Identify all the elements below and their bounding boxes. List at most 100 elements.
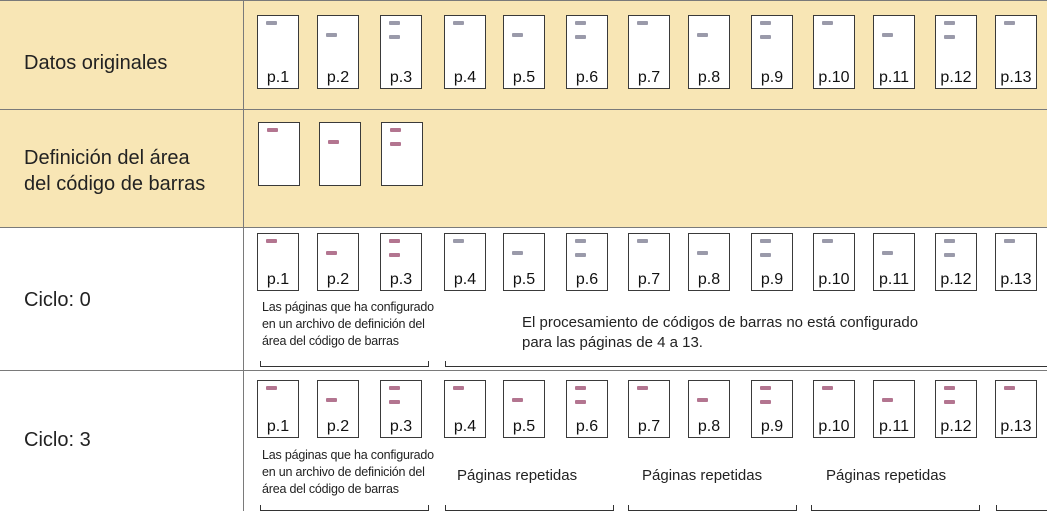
page-number-label: p.3 [389,418,413,435]
unconfigured-pages-message: El procesamiento de códigos de barras no… [522,314,919,351]
repeated-pages-label: Páginas repetidas [826,467,947,484]
barcode-marker [760,386,771,390]
barcode-marker [453,239,464,243]
barcode-marker [453,21,464,25]
barcode-marker [760,253,771,257]
page-number-label: p.9 [760,418,784,435]
barcode-marker [822,21,833,25]
page-thumbnail: p.4 [444,15,486,89]
page-thumbnail: p.10 [813,380,855,438]
barcode-marker [575,239,586,243]
label-ciclo-0: Ciclo: 0 [24,289,91,311]
barcode-marker [266,239,277,243]
page-number-label: p.1 [266,271,290,288]
bracket-repeated-pages [811,505,980,511]
page-number-label: p.4 [453,418,477,435]
page-number-label: p.5 [512,418,536,435]
page-thumbnail: p.2 [317,233,359,291]
barcode-marker [390,142,401,146]
page-thumbnail: p.4 [444,233,486,291]
barcode-marker [326,251,337,255]
repeated-pages-label: Páginas repetidas [642,467,763,484]
barcode-marker [882,398,893,402]
page-thumbnail: p.10 [813,15,855,89]
barcode-marker [575,35,586,39]
bracket-repeated-pages [996,505,1047,511]
barcode-marker [944,253,955,257]
page-number-label: p.1 [266,69,290,86]
page-thumbnail: p.13 [995,380,1037,438]
page-thumbnail: p.11 [873,380,915,438]
page-number-label: p.5 [512,271,536,288]
label-datos-originales: Datos originales [24,52,168,74]
page-number-label: p.9 [760,271,784,288]
barcode-marker [389,239,400,243]
page-thumbnail: p.7 [628,15,670,89]
barcode-marker [882,33,893,37]
page-number-label: p.3 [389,69,413,86]
barcode-marker [389,21,400,25]
page-number-label: p.8 [697,271,721,288]
configured-pages-note: Las páginas que ha configurado en un arc… [262,448,434,496]
barcode-marker [512,251,523,255]
barcode-marker [637,21,648,25]
page-thumbnail: p.5 [503,15,545,89]
barcode-marker [266,21,277,25]
page-thumbnail: p.11 [873,15,915,89]
barcode-marker [1004,21,1015,25]
barcode-marker [575,386,586,390]
barcode-marker [760,35,771,39]
page-thumbnail: p.3 [380,15,422,89]
page-number-label: p.6 [575,271,599,288]
barcode-marker [390,128,401,132]
page-number-label: p.7 [637,271,661,288]
bracket-configured-pages [260,505,429,511]
page-number-label: p.11 [879,418,909,435]
barcode-marker [453,386,464,390]
row-divider [0,109,1047,110]
label-ciclo-3: Ciclo: 3 [24,429,91,451]
page-thumbnail: p.2 [317,15,359,89]
page-number-label: p.13 [1000,418,1032,435]
page-number-label: p.9 [760,69,784,86]
page-number-label: p.10 [818,69,850,86]
bracket-repeated-pages [445,505,614,511]
barcode-marker [944,239,955,243]
page-thumbnail: p.1 [257,380,299,438]
row-divider [0,227,1047,228]
page-thumbnail: p.10 [813,233,855,291]
page-thumbnail: p.6 [566,15,608,89]
page-thumbnail: p.6 [566,380,608,438]
barcode-marker [575,253,586,257]
page-thumbnail [381,122,423,186]
barcode-marker [575,21,586,25]
page-thumbnail: p.12 [935,233,977,291]
page-thumbnail: p.12 [935,380,977,438]
page-thumbnail: p.1 [257,15,299,89]
barcode-marker [822,386,833,390]
barcode-marker [760,400,771,404]
page-thumbnail: p.5 [503,233,545,291]
barcode-marker [512,33,523,37]
page-thumbnail: p.7 [628,233,670,291]
column-divider [243,0,244,511]
page-thumbnail: p.4 [444,380,486,438]
page-thumbnail: p.13 [995,233,1037,291]
page-number-label: p.6 [575,418,599,435]
page-thumbnail: p.11 [873,233,915,291]
barcode-marker [882,251,893,255]
page-number-label: p.13 [1000,271,1032,288]
row-definicion-area [0,110,1047,227]
page-number-label: p.2 [326,271,350,288]
page-thumbnail: p.9 [751,233,793,291]
page-number-label: p.3 [389,271,413,288]
page-number-label: p.2 [326,69,350,86]
barcode-marker [389,35,400,39]
page-thumbnail: p.3 [380,233,422,291]
page-thumbnail: p.6 [566,233,608,291]
page-number-label: p.4 [453,271,477,288]
page-thumbnail: p.8 [688,380,730,438]
barcode-marker [697,33,708,37]
page-thumbnail: p.8 [688,233,730,291]
barcode-marker [267,128,278,132]
